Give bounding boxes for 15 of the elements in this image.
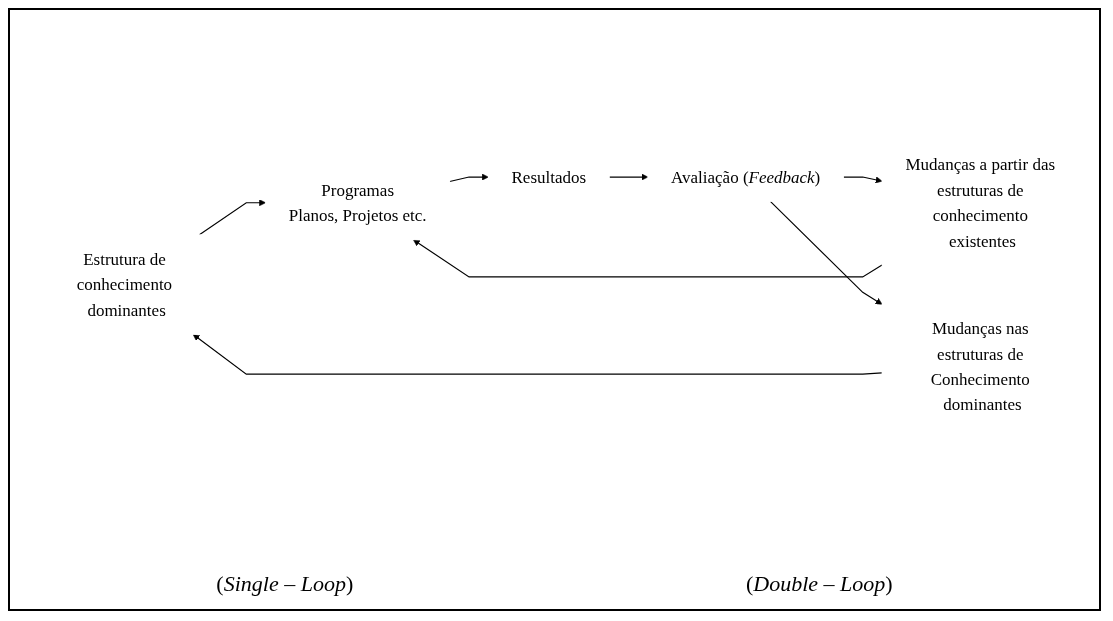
arrow — [413, 239, 883, 278]
loop-label: (Single – Loop) — [216, 571, 354, 597]
arrow — [449, 173, 489, 182]
node-text: Resultados — [511, 167, 587, 187]
arrow — [608, 173, 649, 181]
node-text: Mudanças nas estruturas de Conhecimento dominantes — [930, 318, 1030, 415]
arrow — [192, 334, 883, 375]
arrow — [198, 199, 266, 236]
arrow — [769, 200, 883, 305]
node-text: Estrutura de conhecimento dominantes — [76, 249, 173, 320]
node-text: Avaliação (Feedback) — [671, 167, 821, 187]
arrow — [842, 176, 883, 184]
node-text: Mudanças a partir das estruturas de conhecimento existentes — [905, 154, 1056, 251]
loop-label: (Double – Loop) — [745, 571, 893, 597]
node-text: Programas Planos, Projetos etc. — [288, 180, 427, 226]
